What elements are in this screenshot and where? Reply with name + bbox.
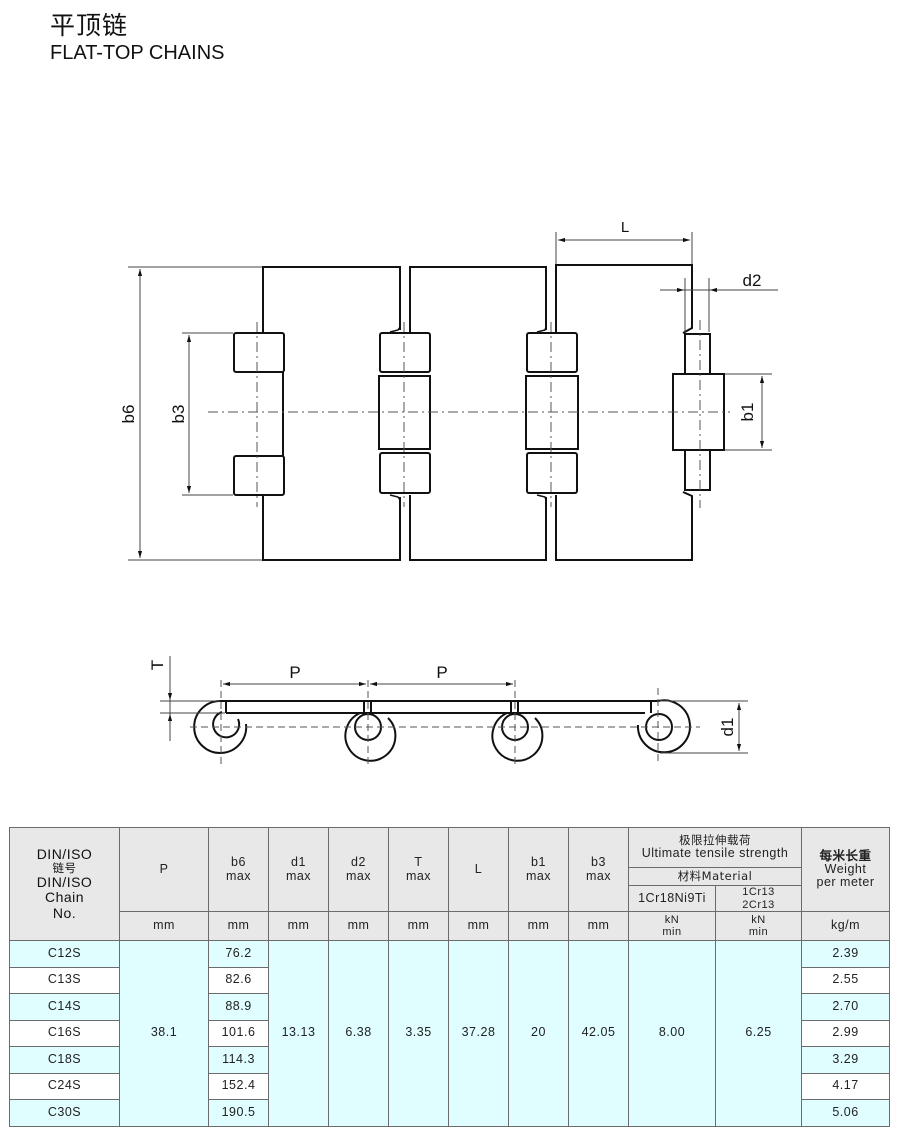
plate-3 [555, 264, 693, 561]
table-row: C18S 114.3 3.29 [9, 1046, 890, 1074]
cell-b6: 114.3 [208, 1046, 269, 1074]
table-row: C24S 152.4 4.17 [9, 1072, 890, 1100]
page-title-cn: 平顶链 [50, 11, 129, 40]
header-L: L [448, 827, 509, 912]
table-row: C14S 88.9 2.70 [9, 993, 890, 1021]
cell-chain: C16S [9, 1019, 120, 1047]
cell-b6: 88.9 [208, 993, 269, 1021]
table-row: C16S 101.6 2.99 [9, 1019, 890, 1047]
cell-tensile_1: 8.00 [628, 940, 716, 1127]
unit-L: mm [448, 911, 509, 941]
cell-b6: 76.2 [208, 940, 269, 968]
unit-b3: mm [568, 911, 629, 941]
cell-weight: 2.39 [801, 940, 890, 968]
cell-chain: C14S [9, 993, 120, 1021]
cell-weight: 2.70 [801, 993, 890, 1021]
knuckle [526, 452, 578, 494]
knuckle [526, 332, 578, 373]
dim-label-d1: d1 [718, 718, 737, 737]
cell-tensile_2: 6.25 [715, 940, 802, 1127]
knuckle [233, 455, 285, 496]
header-chain-no: DIN/ISO 链号 DIN/ISO Chain No. [9, 827, 120, 941]
plate-1 [262, 266, 401, 561]
chain-diagram: b6 b3 L d2 b1 [119, 219, 778, 765]
dim-label-T: T [148, 660, 167, 670]
knuckle [233, 332, 285, 373]
dim-label-b3: b3 [169, 405, 188, 424]
cell-b6: 101.6 [208, 1019, 269, 1047]
unit-b1: mm [508, 911, 569, 941]
dim-label-P1: P [289, 663, 300, 682]
cell-b1: 20 [508, 940, 569, 1127]
cell-T: 3.35 [388, 940, 449, 1127]
dim-label-d2: d2 [743, 271, 762, 290]
header-mat1: 1Cr18Ni9Ti [628, 885, 716, 912]
unit-b6: mm [208, 911, 269, 941]
plate-2 [409, 266, 547, 561]
knuckle [379, 452, 431, 494]
cell-weight: 4.17 [801, 1072, 890, 1100]
cell-weight: 2.99 [801, 1019, 890, 1047]
unit-T: mm [388, 911, 449, 941]
knuckle [379, 332, 431, 373]
unit-d1: mm [268, 911, 329, 941]
table-row: C30S 190.5 5.06 [9, 1099, 890, 1127]
unit-d2: mm [328, 911, 389, 941]
dim-label-b1: b1 [738, 403, 757, 422]
header-material: 材料Material [628, 867, 802, 886]
cell-b6: 190.5 [208, 1099, 269, 1127]
unit-P: mm [119, 911, 209, 941]
cell-d2: 6.38 [328, 940, 389, 1127]
cell-chain: C12S [9, 940, 120, 968]
cell-weight: 5.06 [801, 1099, 890, 1127]
cell-b6: 152.4 [208, 1072, 269, 1100]
cell-b6: 82.6 [208, 966, 269, 994]
cell-d1: 13.13 [268, 940, 329, 1127]
dim-label-P2: P [436, 663, 447, 682]
cell-weight: 3.29 [801, 1046, 890, 1074]
cell-b3: 42.05 [568, 940, 629, 1127]
header-P: P [119, 827, 209, 912]
dim-label-b6: b6 [119, 405, 138, 424]
cell-L: 37.28 [448, 940, 509, 1127]
cell-chain: C30S [9, 1099, 120, 1127]
page-title-en: FLAT-TOP CHAINS [50, 42, 225, 64]
table-row: C13S 82.6 2.55 [9, 966, 890, 994]
unit-weight: kg/m [801, 911, 890, 941]
side-view [193, 699, 691, 762]
cell-P: 38.1 [119, 940, 209, 1127]
cell-chain: C18S [9, 1046, 120, 1074]
cell-chain: C13S [9, 966, 120, 994]
cell-chain: C24S [9, 1072, 120, 1100]
dim-label-L: L [621, 219, 629, 236]
cell-weight: 2.55 [801, 966, 890, 994]
